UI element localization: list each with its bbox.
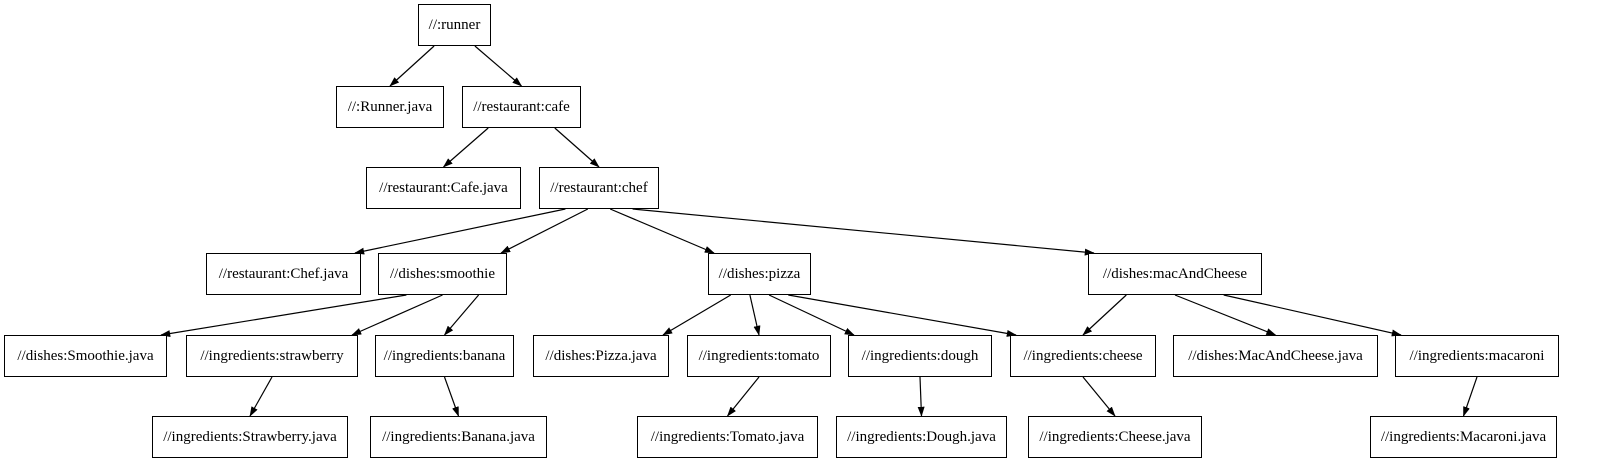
graph-edge-dishes_smoothie-to-ing_banana <box>443 294 480 336</box>
graph-node-label: //dishes:Pizza.java <box>545 347 657 364</box>
graph-node-label: //restaurant:Cafe.java <box>379 179 508 196</box>
graph-node-label: //ingredients:strawberry <box>200 347 344 364</box>
graph-edge-dishes_pizza-to-ing_dough <box>768 294 855 336</box>
graph-edge-ing_strawberry-to-strawberry_java <box>249 376 273 417</box>
graph-node-runner[interactable]: //:runner <box>418 4 491 46</box>
graph-node-label: //ingredients:Dough.java <box>847 428 996 445</box>
graph-node-banana_java[interactable]: //ingredients:Banana.java <box>370 416 547 458</box>
graph-node-macaroni_java[interactable]: //ingredients:Macaroni.java <box>1370 416 1557 458</box>
graph-node-dishes_smoothie[interactable]: //dishes:smoothie <box>378 253 507 295</box>
graph-node-runner_java[interactable]: //:Runner.java <box>336 86 444 128</box>
graph-node-ing_banana[interactable]: //ingredients:banana <box>375 335 514 377</box>
graph-node-label: //ingredients:Macaroni.java <box>1380 428 1547 445</box>
graph-node-dishes_mac[interactable]: //dishes:macAndCheese <box>1088 253 1262 295</box>
graph-node-label: //dishes:smoothie <box>390 265 495 282</box>
graph-edge-ing_tomato-to-tomato_java <box>726 376 760 417</box>
graph-node-chef_java[interactable]: //restaurant:Chef.java <box>206 253 361 295</box>
graph-edge-runner-to-runner_java <box>389 45 435 87</box>
graph-node-label: //ingredients:macaroni <box>1409 347 1545 364</box>
graph-node-label: //ingredients:Strawberry.java <box>163 428 337 445</box>
graph-node-smoothie_java[interactable]: //dishes:Smoothie.java <box>4 335 167 377</box>
graph-node-label: //restaurant:Chef.java <box>218 265 349 282</box>
graph-node-cheese_java[interactable]: //ingredients:Cheese.java <box>1028 416 1202 458</box>
graph-node-label: //dishes:pizza <box>718 265 801 282</box>
graph-node-ing_macaroni[interactable]: //ingredients:macaroni <box>1395 335 1559 377</box>
graph-edge-ing_dough-to-dough_java <box>917 376 925 417</box>
graph-edge-dishes_pizza-to-ing_tomato <box>749 294 761 336</box>
graph-node-label: //restaurant:cafe <box>473 98 570 115</box>
graph-edge-dishes_pizza-to-ing_cheese <box>788 294 1017 337</box>
graph-node-ing_strawberry[interactable]: //ingredients:strawberry <box>186 335 358 377</box>
graph-node-mac_java[interactable]: //dishes:MacAndCheese.java <box>1173 335 1378 377</box>
graph-edge-dishes_mac-to-mac_java <box>1174 294 1277 336</box>
graph-node-label: //ingredients:Tomato.java <box>650 428 805 445</box>
graph-node-label: //ingredients:cheese <box>1023 347 1143 364</box>
graph-edge-restaurant_chef-to-dishes_pizza <box>609 208 715 254</box>
graph-node-label: //:Runner.java <box>347 98 433 115</box>
graph-edge-restaurant_chef-to-dishes_smoothie <box>500 208 589 254</box>
graph-node-ing_cheese[interactable]: //ingredients:cheese <box>1010 335 1156 377</box>
graph-edge-dishes_pizza-to-pizza_java <box>662 294 732 336</box>
graph-node-label: //dishes:macAndCheese <box>1102 265 1248 282</box>
graph-edge-ing_macaroni-to-macaroni_java <box>1462 376 1478 417</box>
graph-node-label: //dishes:MacAndCheese.java <box>1188 347 1363 364</box>
graph-node-dough_java[interactable]: //ingredients:Dough.java <box>836 416 1007 458</box>
graph-node-ing_dough[interactable]: //ingredients:dough <box>848 335 992 377</box>
graph-node-label: //ingredients:tomato <box>698 347 820 364</box>
graph-edge-dishes_smoothie-to-smoothie_java <box>160 294 407 337</box>
graph-edge-dishes_mac-to-ing_cheese <box>1082 294 1127 336</box>
graph-node-label: //dishes:Smoothie.java <box>17 347 154 364</box>
graph-node-ing_tomato[interactable]: //ingredients:tomato <box>687 335 831 377</box>
graph-edge-runner-to-restaurant_cafe <box>474 45 523 87</box>
graph-edge-restaurant_cafe-to-cafe_java <box>442 127 489 168</box>
graph-node-restaurant_cafe[interactable]: //restaurant:cafe <box>462 86 581 128</box>
graph-edge-dishes_mac-to-ing_macaroni <box>1223 294 1402 337</box>
graph-node-label: //restaurant:chef <box>550 179 648 196</box>
graph-edge-restaurant_chef-to-chef_java <box>354 208 566 255</box>
graph-edge-restaurant_cafe-to-restaurant_chef <box>554 127 600 168</box>
graph-node-label: //ingredients:banana <box>383 347 506 364</box>
graph-node-tomato_java[interactable]: //ingredients:Tomato.java <box>637 416 818 458</box>
graph-edge-dishes_smoothie-to-ing_strawberry <box>351 294 443 336</box>
graph-node-dishes_pizza[interactable]: //dishes:pizza <box>708 253 811 295</box>
graph-node-label: //ingredients:Cheese.java <box>1039 428 1191 445</box>
graph-node-cafe_java[interactable]: //restaurant:Cafe.java <box>366 167 521 209</box>
graph-edge-ing_banana-to-banana_java <box>443 376 460 417</box>
graph-node-label: //ingredients:Banana.java <box>382 428 535 445</box>
graph-node-strawberry_java[interactable]: //ingredients:Strawberry.java <box>152 416 348 458</box>
graph-edge-restaurant_chef-to-dishes_mac <box>632 208 1095 256</box>
graph-edge-ing_cheese-to-cheese_java <box>1082 376 1116 417</box>
graph-node-pizza_java[interactable]: //dishes:Pizza.java <box>533 335 669 377</box>
graph-node-label: //:runner <box>428 16 481 33</box>
graph-node-restaurant_chef[interactable]: //restaurant:chef <box>539 167 659 209</box>
graph-node-label: //ingredients:dough <box>861 347 979 364</box>
